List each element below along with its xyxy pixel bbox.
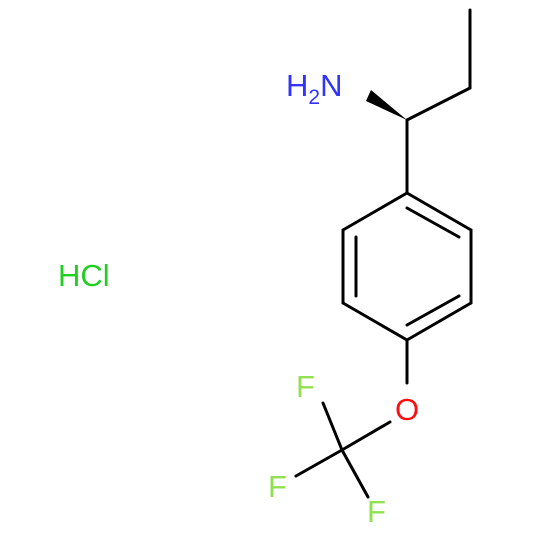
- bond-ring-inner-top-right: [405, 206, 461, 239]
- oxygen-label: O: [395, 392, 419, 427]
- bond-ring-bottom-right: [405, 301, 473, 342]
- bond-ring-bottom-left: [341, 301, 409, 342]
- bond-cf3-to-f2: [294, 448, 344, 478]
- bond-ring-top-left: [341, 191, 409, 232]
- bond-ethyl-to-chiral: [405, 86, 472, 122]
- wedge-bond-chiral-to-amine: [366, 90, 407, 120]
- fluorine-label-left: F: [268, 469, 287, 504]
- hcl-salt-label: HCl: [58, 258, 110, 293]
- fluorine-label-bottom: F: [367, 494, 386, 529]
- bond-cf3-to-f1: [321, 401, 344, 452]
- bond-ring-inner-bottom-right: [405, 294, 461, 327]
- bond-ring-top-right: [405, 191, 473, 232]
- bond-oxygen-to-cf3: [340, 420, 392, 452]
- amine-label: H2N: [286, 68, 342, 109]
- fluorine-label-top: F: [296, 369, 315, 404]
- bond-cf3-to-f3: [340, 448, 370, 499]
